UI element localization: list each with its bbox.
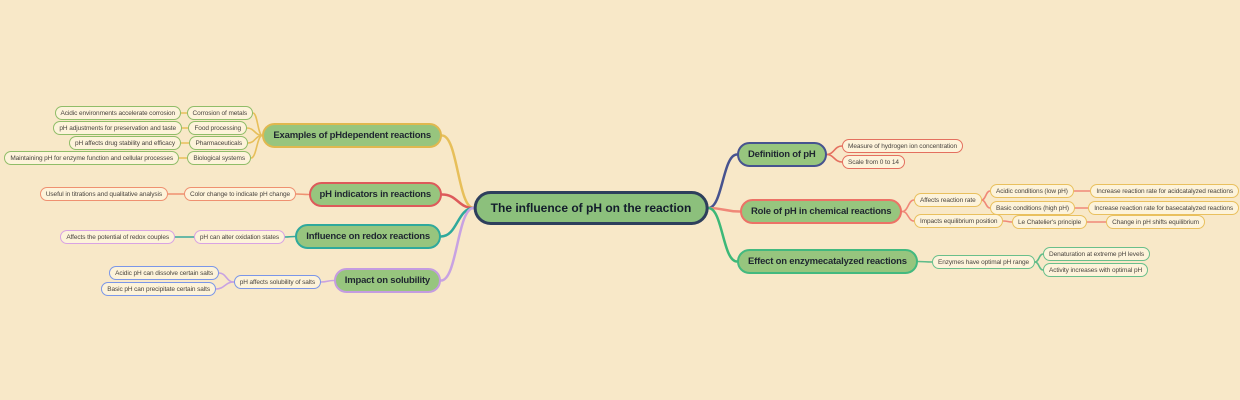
node-ph-shifts[interactable]: Change in pH shifts equilibrium [1106,215,1205,229]
edge-enzymes-optimal-to-denaturation [1034,253,1044,263]
node-pharma[interactable]: Pharmaceuticals [189,136,248,150]
edge-ph-salts-to-acidic-dissolve [218,272,235,283]
edge-root-to-examples [440,134,475,210]
node-redox-potential[interactable]: Affects the potential of redox couples [60,230,175,244]
edge-ph-salts-to-basic-precip [215,281,235,290]
node-ph-adjust[interactable]: pH adjustments for preservation and tast… [53,121,182,135]
node-le-chatelier[interactable]: Le Chatelier's principle [1012,215,1088,229]
node-affects-rate[interactable]: Affects reaction rate [914,193,982,207]
edge-role-to-affects-rate [901,199,915,213]
node-basic-precip[interactable]: Basic pH can precipitate certain salts [101,282,216,296]
node-bio[interactable]: Biological systems [187,151,251,165]
node-ph-drug[interactable]: pH affects drug stability and efficacy [68,136,181,150]
node-useful[interactable]: Useful in titrations and qualitative ana… [39,187,168,201]
edge-enzymes-optimal-to-activity [1034,261,1044,271]
edge-examples-to-bio [250,134,264,159]
node-acidic-dissolve[interactable]: Acidic pH can dissolve certain salts [109,266,219,280]
edge-indicators-to-color-change [295,193,310,196]
node-activity[interactable]: Activity increases with optimal pH [1043,263,1149,277]
edge-root-to-effect [707,206,739,263]
node-food[interactable]: Food processing [188,121,247,135]
edge-definition-to-scale [825,153,843,163]
edge-root-to-solubility [439,206,475,282]
node-increase-acid[interactable]: Increase reaction rate for acidcatalyzed… [1090,184,1239,198]
node-corrosion[interactable]: Corrosion of metals [186,106,253,120]
node-scale[interactable]: Scale from 0 to 14 [842,155,905,169]
edge-solubility-to-ph-salts [320,279,335,283]
node-acidic-conditions[interactable]: Acidic conditions (low pH) [990,184,1074,198]
node-ph-salts[interactable]: pH affects solubility of salts [233,275,321,289]
edge-affects-rate-to-acidic-conditions [980,190,991,201]
node-measure[interactable]: Measure of hydrogen ion concentration [842,139,964,153]
edge-impacts-equilibrium-to-le-chatelier [1002,220,1013,223]
edge-effect-to-enzymes-optimal [916,260,933,263]
node-denaturation[interactable]: Denaturation at extreme pH levels [1043,247,1150,261]
node-redox[interactable]: Influence on redox reactions [295,224,441,249]
node-acidic-env[interactable]: Acidic environments accelerate corrosion [54,106,181,120]
node-indicators[interactable]: pH indicators in reactions [308,182,442,207]
node-examples[interactable]: Examples of pHdependent reactions [262,123,442,148]
edge-redox-to-alter-oxidation [284,235,297,238]
node-enzymes-optimal[interactable]: Enzymes have optimal pH range [932,255,1036,269]
node-impacts-equilibrium[interactable]: Impacts equilibrium position [914,214,1004,228]
node-basic-conditions[interactable]: Basic conditions (high pH) [990,201,1075,215]
node-maintaining[interactable]: Maintaining pH for enzyme function and c… [4,151,179,165]
node-role[interactable]: Role of pH in chemical reactions [740,199,903,224]
edge-root-to-definition [707,153,739,210]
node-definition[interactable]: Definition of pH [737,142,827,167]
node-increase-base[interactable]: Increase reaction rate for basecatalyzed… [1088,201,1239,215]
edge-role-to-impacts-equilibrium [901,210,915,222]
node-solubility[interactable]: Impact on solubility [333,268,441,293]
node-color-change[interactable]: Color change to indicate pH change [184,187,296,201]
edge-definition-to-measure [825,145,843,156]
node-effect[interactable]: Effect on enzymecatalyzed reactions [737,249,918,274]
edge-affects-rate-to-basic-conditions [980,199,991,209]
node-alter-oxidation[interactable]: pH can alter oxidation states [193,230,285,244]
node-root[interactable]: The influence of pH on the reaction [473,191,709,225]
